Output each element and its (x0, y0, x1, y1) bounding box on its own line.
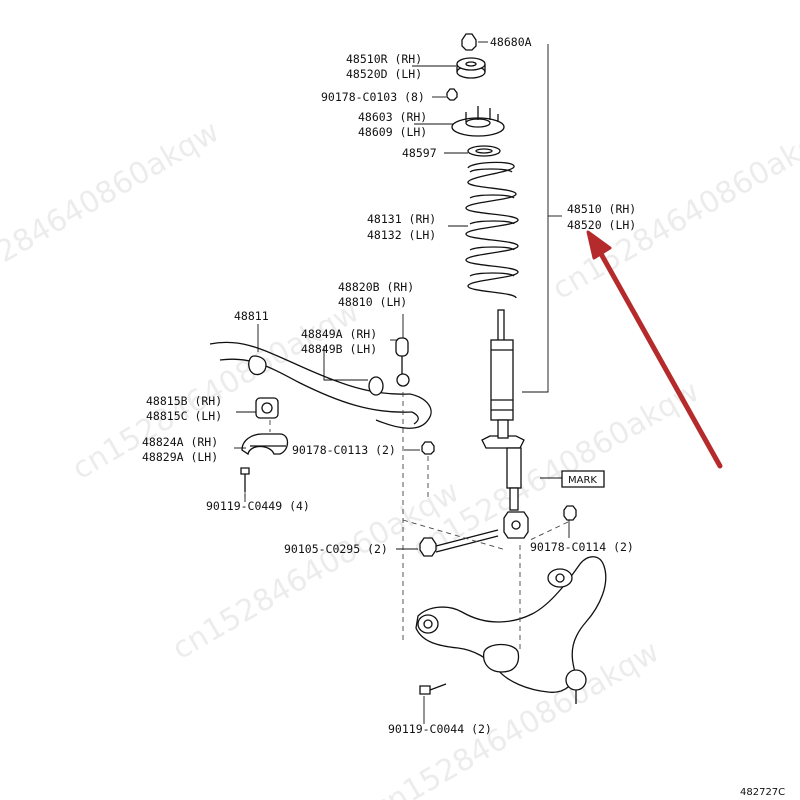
label-48820b-rh: 48820B (RH) (338, 280, 414, 294)
spring-seat (467, 145, 501, 157)
bracket-bolt (240, 467, 250, 492)
lower-control-arm (415, 556, 607, 704)
label-90119-c0449: 90119-C0449 (4) (206, 499, 310, 513)
figure-code: 482727C (740, 787, 785, 798)
red-pointer-arrow (586, 230, 723, 469)
label-90178-c0113: 90178-C0113 (2) (292, 443, 396, 457)
strut-lower-bolt (419, 529, 499, 557)
leader-lines (234, 41, 570, 724)
label-48597: 48597 (402, 146, 437, 160)
label-90119-c0044: 90119-C0044 (2) (388, 722, 492, 736)
label-48849b-lh: 48849B (LH) (301, 342, 377, 356)
stabilizer-bracket (241, 433, 289, 456)
label-48510r-rh: 48510R (RH) (346, 52, 422, 66)
svg-text:cn15284640860akqw: cn15284640860akqw (407, 374, 706, 567)
label-48131-rh: 48131 (RH) (367, 212, 436, 226)
label-90105-c0295: 90105-C0295 (2) (284, 542, 388, 556)
label-48520d-lh: 48520D (LH) (346, 67, 422, 81)
part-labels: 48680A 48510R (RH) 48520D (LH) 90178-C01… (142, 35, 785, 798)
label-48609-lh: 48609 (LH) (358, 125, 427, 139)
label-48680a: 48680A (490, 35, 532, 49)
label-48849a-rh: 48849A (RH) (301, 327, 377, 341)
upper-support-bush (456, 57, 486, 79)
label-48811: 48811 (234, 309, 269, 323)
mount-nut-small (446, 88, 458, 101)
coil-spring (465, 161, 519, 299)
mark-tag: MARK (561, 470, 605, 488)
mark-label: MARK (568, 475, 597, 486)
label-48829a-lh: 48829A (LH) (142, 450, 218, 464)
label-48815c-lh: 48815C (LH) (146, 409, 222, 423)
shock-absorber (481, 309, 529, 539)
label-90178-c0114: 90178-C0114 (2) (530, 540, 634, 554)
label-48810-lh: 48810 (LH) (338, 295, 407, 309)
label-48815b-rh: 48815B (RH) (146, 394, 222, 408)
svg-text:cn15284640860akqw: cn15284640860akqw (0, 114, 225, 307)
link-nut (421, 441, 435, 455)
upper-support (451, 106, 505, 137)
label-48603-rh: 48603 (RH) (358, 110, 427, 124)
stabilizer-link (368, 337, 410, 396)
strut-mount-nut (461, 33, 477, 51)
lower-arm-bolt (419, 683, 447, 695)
label-48132-lh: 48132 (LH) (367, 228, 436, 242)
label-90178-c0103: 90178-C0103 (8) (321, 90, 425, 104)
stabilizer-bushing (255, 397, 279, 419)
label-48510-rh: 48510 (RH) (567, 202, 636, 216)
label-48824a-rh: 48824A (RH) (142, 435, 218, 449)
assembly-bracket (522, 44, 562, 393)
strut-lower-nut (563, 505, 577, 521)
label-48520-lh: 48520 (LH) (567, 218, 636, 232)
